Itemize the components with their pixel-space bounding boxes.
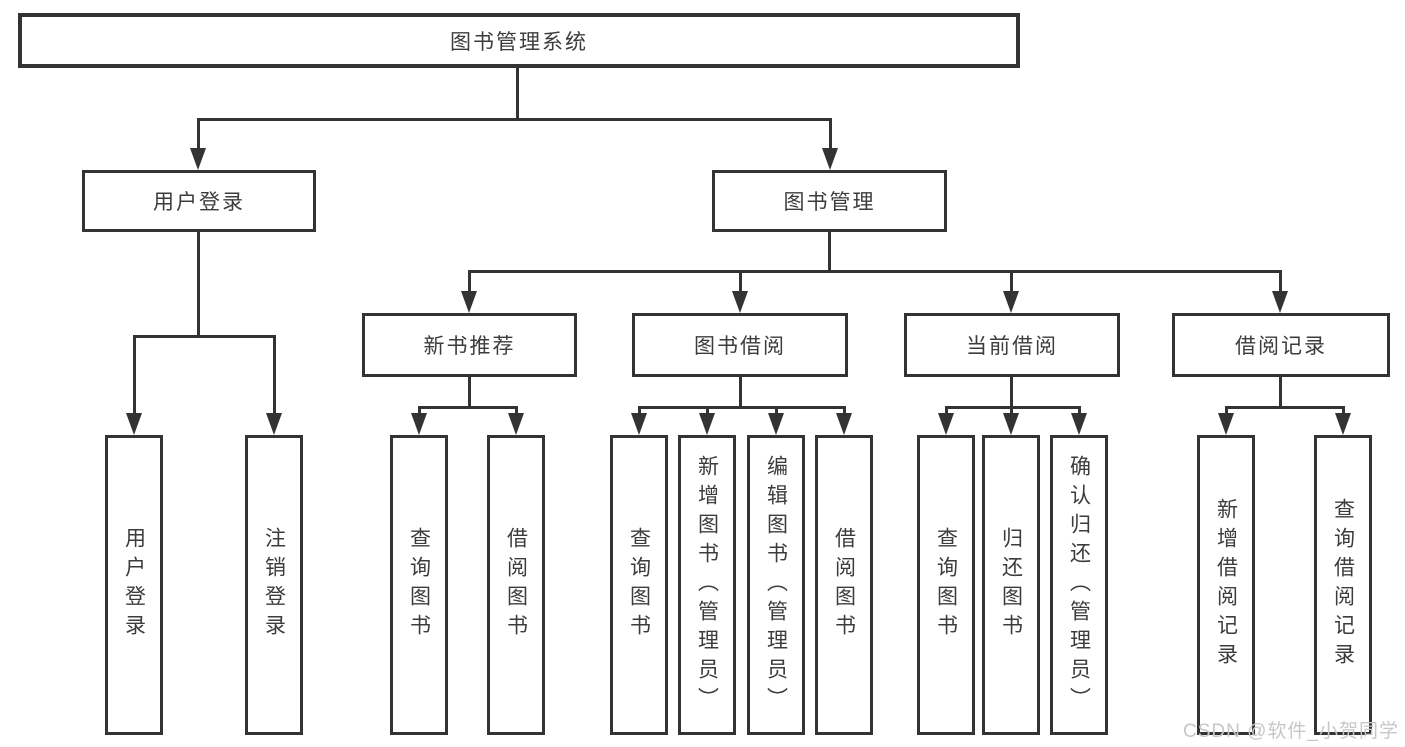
arrow-down	[1218, 413, 1234, 435]
connector-v-line	[638, 406, 641, 416]
leaf-query-books-1: 查询图书	[390, 435, 448, 735]
connector-h-line	[197, 118, 832, 121]
connector-h-line	[418, 406, 518, 409]
arrow-down	[732, 291, 748, 313]
leaf-add-books-admin: 新增图书（管理员）	[678, 435, 736, 735]
leaf-add-borrow-record-label: 新增借阅记录	[1214, 498, 1238, 672]
arrow-down	[1272, 291, 1288, 313]
connector-v-line	[843, 406, 846, 416]
arrow-down	[822, 148, 838, 170]
connector-v-line	[515, 406, 518, 416]
connector-v-line	[1279, 270, 1282, 294]
leaf-logout-label: 注销登录	[262, 527, 286, 643]
arrow-down	[1071, 413, 1087, 435]
node-current-borrowing: 当前借阅	[904, 313, 1120, 377]
arrow-down	[411, 413, 427, 435]
node-current-borrowing-label: 当前借阅	[966, 335, 1058, 358]
arrow-down	[768, 413, 784, 435]
leaf-borrow-books-2: 借阅图书	[815, 435, 873, 735]
node-user-login: 用户登录	[82, 170, 316, 232]
arrow-down	[190, 148, 206, 170]
connector-v-line	[197, 232, 200, 338]
connector-v-line	[516, 68, 519, 118]
leaf-edit-books-admin-label: 编辑图书（管理员）	[764, 454, 788, 716]
connector-v-line	[1010, 377, 1013, 409]
connector-v-line	[1010, 270, 1013, 294]
node-borrowing-records: 借阅记录	[1172, 313, 1390, 377]
connector-v-line	[418, 406, 421, 416]
node-borrowing-records-label: 借阅记录	[1235, 335, 1327, 358]
arrow-down	[836, 413, 852, 435]
leaf-query-books-2-label: 查询图书	[627, 527, 651, 643]
connector-v-line	[273, 335, 276, 417]
connector-h-line	[468, 270, 1281, 273]
arrow-down	[1003, 291, 1019, 313]
arrow-down	[1335, 413, 1351, 435]
arrow-down	[508, 413, 524, 435]
connector-h-line	[133, 335, 276, 338]
connector-v-line	[706, 406, 709, 416]
arrow-down	[631, 413, 647, 435]
leaf-add-books-admin-label: 新增图书（管理员）	[695, 454, 719, 716]
leaf-return-books: 归还图书	[982, 435, 1040, 735]
leaf-query-books-2: 查询图书	[610, 435, 668, 735]
leaf-logout: 注销登录	[245, 435, 303, 735]
arrow-down	[266, 413, 282, 435]
node-new-book-recommend-label: 新书推荐	[423, 335, 516, 358]
arrow-down	[1003, 413, 1019, 435]
arrow-down	[126, 413, 142, 435]
leaf-query-borrow-record: 查询借阅记录	[1314, 435, 1372, 735]
connector-v-line	[1342, 406, 1345, 416]
leaf-borrow-books-1-label: 借阅图书	[504, 527, 528, 643]
leaf-borrow-books-2-label: 借阅图书	[832, 527, 856, 643]
leaf-confirm-return-admin-label: 确认归还（管理员）	[1067, 454, 1091, 716]
leaf-query-books-3: 查询图书	[917, 435, 975, 735]
leaf-query-books-3-label: 查询图书	[934, 527, 958, 643]
arrow-down	[699, 413, 715, 435]
leaf-return-books-label: 归还图书	[999, 527, 1023, 643]
connector-v-line	[739, 270, 742, 294]
connector-v-line	[197, 118, 200, 152]
leaf-query-books-1-label: 查询图书	[407, 527, 431, 643]
node-book-borrowing: 图书借阅	[632, 313, 848, 377]
leaf-query-borrow-record-label: 查询借阅记录	[1331, 498, 1355, 672]
leaf-confirm-return-admin: 确认归还（管理员）	[1050, 435, 1108, 735]
connector-h-line	[638, 406, 845, 409]
connector-v-line	[945, 406, 948, 416]
node-new-book-recommend: 新书推荐	[362, 313, 577, 377]
csdn-watermark: CSDN @软件_小贺同学	[1183, 721, 1399, 742]
connector-v-line	[1078, 406, 1081, 416]
connector-v-line	[133, 335, 136, 417]
node-root-library-system: 图书管理系统	[18, 13, 1020, 68]
leaf-borrow-books-1: 借阅图书	[487, 435, 545, 735]
node-root-label: 图书管理系统	[450, 30, 588, 54]
connector-v-line	[1225, 406, 1228, 416]
leaf-add-borrow-record: 新增借阅记录	[1197, 435, 1255, 735]
connector-v-line	[739, 377, 742, 409]
leaf-edit-books-admin: 编辑图书（管理员）	[747, 435, 805, 735]
arrow-down	[938, 413, 954, 435]
connector-v-line	[468, 377, 471, 409]
connector-v-line	[1279, 377, 1282, 409]
node-book-borrowing-label: 图书借阅	[694, 335, 786, 358]
node-user-login-label: 用户登录	[153, 191, 245, 214]
arrow-down	[461, 291, 477, 313]
leaf-user-login-label: 用户登录	[122, 527, 146, 643]
connector-v-line	[1010, 406, 1013, 416]
connector-v-line	[775, 406, 778, 416]
connector-v-line	[828, 232, 831, 272]
node-book-management: 图书管理	[712, 170, 947, 232]
connector-v-line	[468, 270, 471, 294]
node-book-management-label: 图书管理	[783, 191, 876, 214]
leaf-user-login: 用户登录	[105, 435, 163, 735]
connector-h-line	[1225, 406, 1344, 409]
connector-v-line	[829, 118, 832, 152]
